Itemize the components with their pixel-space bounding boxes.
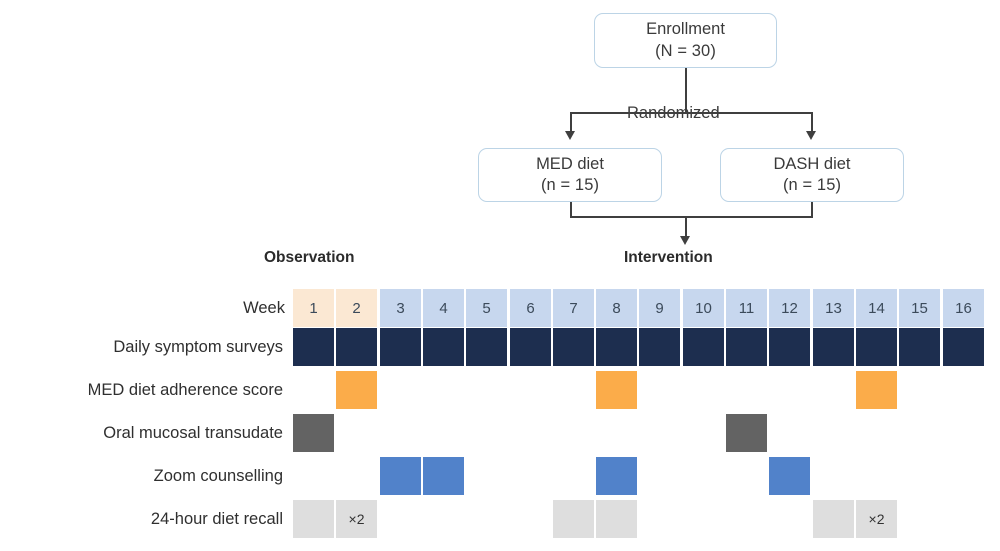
week-header-cell-14: 14 xyxy=(856,289,899,327)
split-right-horizontal xyxy=(685,112,812,114)
timeline-cell-week-1 xyxy=(293,328,336,366)
phase-label-observation: Observation xyxy=(264,249,355,266)
timeline-cell-week-11 xyxy=(726,328,769,366)
timeline-row-label: Zoom counselling xyxy=(153,466,283,485)
timeline-cell-week-10 xyxy=(683,328,726,366)
merge-right-vertical xyxy=(811,202,813,217)
split-left-horizontal xyxy=(570,112,686,114)
timeline-cell-week-1 xyxy=(293,414,336,452)
timeline-cell-week-14: ×2 xyxy=(856,500,899,538)
timeline-cell-week-12 xyxy=(769,457,812,495)
week-header-cell-10: 10 xyxy=(683,289,726,327)
week-header-cell-3: 3 xyxy=(380,289,423,327)
split-right-vertical xyxy=(811,112,813,133)
enrollment-subtitle: (N = 30) xyxy=(655,41,716,60)
week-header-cell-12: 12 xyxy=(769,289,812,327)
timeline-cell-week-5 xyxy=(466,328,509,366)
timeline-row-label: Daily symptom surveys xyxy=(113,337,283,356)
arm-med-subtitle: (n = 15) xyxy=(540,176,600,194)
week-header-cell-16: 16 xyxy=(943,289,986,327)
timeline-cell-week-11 xyxy=(726,414,769,452)
timeline-cell-week-9 xyxy=(639,328,682,366)
week-header-cell-13: 13 xyxy=(813,289,856,327)
week-header-cell-2: 2 xyxy=(336,289,379,327)
timeline-cell-week-15 xyxy=(899,328,942,366)
timeline-cell-week-14 xyxy=(856,328,899,366)
week-header-cell-5: 5 xyxy=(466,289,509,327)
merge-left-vertical xyxy=(570,202,572,217)
arm-box-dash: DASH diet (n = 15) xyxy=(720,148,904,202)
timeline-row-label: 24-hour diet recall xyxy=(150,509,283,528)
timeline-cell-week-6 xyxy=(510,328,553,366)
timeline-cell-week-16 xyxy=(943,328,986,366)
timeline-cell-week-8 xyxy=(596,371,639,409)
timeline-cell-week-14 xyxy=(856,371,899,409)
split-right-arrow-icon xyxy=(806,131,816,140)
arm-dash-title: DASH diet xyxy=(773,154,851,173)
timeline-cell-week-4 xyxy=(423,457,466,495)
phase-label-intervention: Intervention xyxy=(624,249,713,266)
timeline-cell-week-13 xyxy=(813,328,856,366)
timeline-cell-week-8 xyxy=(596,500,639,538)
timeline-cell-week-7 xyxy=(553,328,596,366)
timeline-cell-week-8 xyxy=(596,457,639,495)
split-left-vertical xyxy=(570,112,572,133)
timeline-cell-week-1 xyxy=(293,500,336,538)
timeline-cell-week-3 xyxy=(380,457,423,495)
timeline-cell-week-7 xyxy=(553,500,596,538)
arm-med-title: MED diet xyxy=(536,154,604,173)
week-header-cell-6: 6 xyxy=(510,289,553,327)
enrollment-stem xyxy=(685,68,687,113)
enrollment-box: Enrollment (N = 30) xyxy=(594,13,777,68)
timeline-row-label: MED diet adherence score xyxy=(87,380,283,399)
timeline-cell-week-3 xyxy=(380,328,423,366)
merge-arrow-icon xyxy=(680,236,690,245)
week-header-cell-8: 8 xyxy=(596,289,639,327)
timeline-cell-week-13 xyxy=(813,500,856,538)
week-header-cell-11: 11 xyxy=(726,289,769,327)
split-left-arrow-icon xyxy=(565,131,575,140)
merge-horizontal xyxy=(570,216,813,218)
week-header-cell-9: 9 xyxy=(639,289,682,327)
week-header-cell-1: 1 xyxy=(293,289,336,327)
timeline-cell-week-2: ×2 xyxy=(336,500,379,538)
arm-box-med: MED diet (n = 15) xyxy=(478,148,662,202)
timeline-row-label: Oral mucosal transudate xyxy=(103,423,283,442)
timeline-cell-week-2 xyxy=(336,328,379,366)
merge-stem xyxy=(685,216,687,238)
arm-dash-subtitle: (n = 15) xyxy=(782,176,842,194)
week-axis-label: Week xyxy=(243,298,285,317)
enrollment-title: Enrollment xyxy=(646,20,725,39)
week-header-cell-7: 7 xyxy=(553,289,596,327)
timeline-cell-week-8 xyxy=(596,328,639,366)
week-header-cell-15: 15 xyxy=(899,289,942,327)
week-header-cell-4: 4 xyxy=(423,289,466,327)
timeline-cell-week-4 xyxy=(423,328,466,366)
timeline-cell-week-12 xyxy=(769,328,812,366)
timeline-cell-week-2 xyxy=(336,371,379,409)
